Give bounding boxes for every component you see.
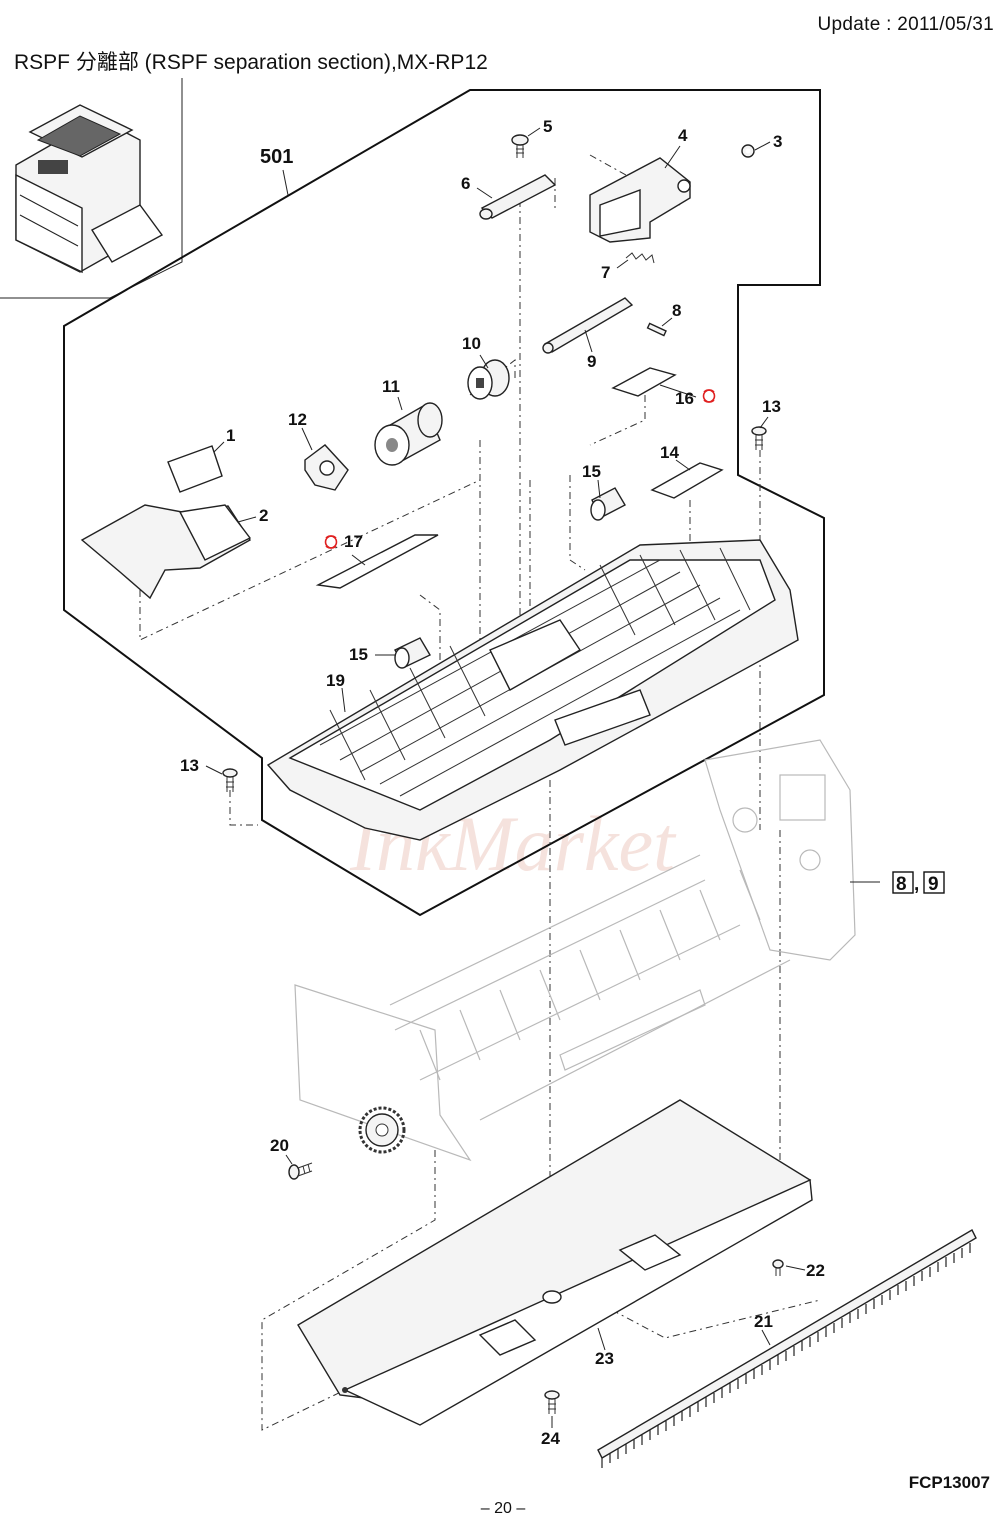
part-19-guide-assembly: [266, 539, 799, 841]
gear: [358, 1106, 406, 1154]
label-part-2: 2: [259, 506, 268, 525]
part-15-roller-lower: [394, 637, 431, 669]
label-part-15-upper: 15: [582, 462, 601, 481]
label-part-4: 4: [678, 126, 688, 145]
label-part-10: 10: [462, 334, 481, 353]
part-1-sheet: [167, 445, 223, 493]
part-13-screw-left: [222, 768, 238, 792]
part-12-holder: [304, 444, 349, 491]
assembly-501-frame: 501: [63, 89, 825, 917]
label-part-22: 22: [806, 1261, 825, 1280]
part-13-screw-right: [751, 426, 767, 450]
page-title: RSPF 分離部 (RSPF separation section),MX-RP…: [14, 51, 488, 74]
label-part-19: 19: [326, 671, 345, 690]
label-part-11: 11: [382, 377, 400, 396]
label-part-8: 8: [672, 301, 681, 320]
part-4-holder: [589, 157, 691, 243]
part-6-shaft: [479, 174, 557, 220]
part-labels: 1 2 3 4 5 6 7 8 9 10 11 12 13 13 14 15 1…: [180, 117, 825, 1448]
ref-box-9: 9: [928, 874, 939, 895]
lower-frame-ghost: [294, 739, 856, 1162]
part-7-spring: [625, 252, 655, 264]
page-number: – 20 –: [480, 1500, 526, 1517]
leader-lines: [205, 127, 880, 1428]
label-part-13-left: 13: [180, 756, 199, 775]
label-part-3: 3: [773, 132, 782, 151]
part-14-sheet: [650, 462, 724, 499]
label-part-21: 21: [754, 1312, 773, 1331]
label-part-16: 16: [675, 389, 694, 408]
label-part-9: 9: [587, 352, 596, 371]
part-17-sheet: [315, 534, 439, 589]
ref-box-8: 8: [896, 874, 907, 895]
part-9-shaft: [542, 297, 634, 354]
part-16-sheet: [611, 367, 677, 397]
update-date: Update : 2011/05/31: [817, 14, 994, 35]
section-reference-8-9: 8 , 9: [892, 871, 945, 895]
part-5-screw: [511, 134, 529, 158]
copier-thumbnail: [0, 78, 183, 299]
part-10-roller: [467, 359, 510, 400]
label-part-1: 1: [226, 426, 235, 445]
replacement-mark-16: [702, 389, 716, 403]
part-15-roller-upper: [590, 487, 626, 521]
label-part-5: 5: [543, 117, 552, 136]
part-23-cover-plate: [297, 1099, 813, 1426]
label-part-12: 12: [288, 410, 307, 429]
label-part-24: 24: [541, 1429, 560, 1448]
part-3-e-ring: [741, 144, 755, 158]
part-24-screw: [544, 1390, 560, 1414]
label-part-7: 7: [601, 263, 610, 282]
label-501: 501: [260, 146, 293, 168]
ref-separator: ,: [914, 874, 919, 895]
label-part-6: 6: [461, 174, 470, 193]
label-part-17: 17: [344, 532, 363, 551]
part-22-screw: [772, 1259, 784, 1276]
label-part-13-right: 13: [762, 397, 781, 416]
label-part-20: 20: [270, 1136, 289, 1155]
label-part-23: 23: [595, 1349, 614, 1368]
replacement-mark-17: [324, 535, 338, 549]
part-11-roller: [374, 402, 443, 466]
part-21-static-brush: [597, 1229, 977, 1468]
part-2-guide: [80, 504, 252, 600]
figure-code: FCP13007: [908, 1473, 990, 1492]
label-part-15-lower: 15: [349, 645, 368, 664]
part-8-pin: [646, 322, 667, 337]
label-part-14: 14: [660, 443, 679, 462]
part-20-screw: [288, 1162, 313, 1180]
